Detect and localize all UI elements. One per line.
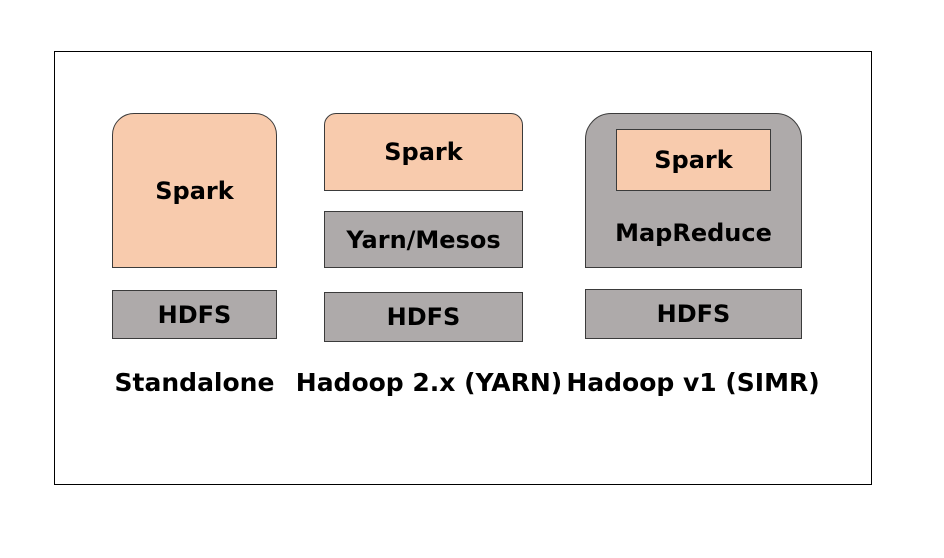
- yarn-hdfs-box: HDFS: [324, 292, 523, 342]
- yarn-hdfs-label: HDFS: [386, 303, 461, 331]
- mapreduce-container-box: Spark MapReduce: [585, 113, 802, 268]
- simr-caption: Hadoop v1 (SIMR): [566, 368, 820, 397]
- standalone-spark-box: Spark: [112, 113, 277, 268]
- yarn-mesos-box: Yarn/Mesos: [324, 211, 523, 268]
- yarn-spark-label: Spark: [384, 138, 463, 166]
- standalone-hdfs-label: HDFS: [157, 300, 232, 329]
- simr-spark-box: Spark: [616, 129, 771, 191]
- simr-spark-label: Spark: [654, 146, 733, 174]
- mapreduce-label: MapReduce: [615, 219, 772, 247]
- yarn-mesos-label: Yarn/Mesos: [346, 225, 501, 254]
- yarn-caption: Hadoop 2.x (YARN): [295, 368, 563, 397]
- standalone-caption: Standalone: [114, 368, 275, 397]
- standalone-hdfs-box: HDFS: [112, 290, 277, 339]
- standalone-spark-label: Spark: [155, 176, 234, 205]
- simr-hdfs-box: HDFS: [585, 289, 802, 339]
- simr-hdfs-label: HDFS: [656, 300, 731, 328]
- yarn-spark-box: Spark: [324, 113, 523, 191]
